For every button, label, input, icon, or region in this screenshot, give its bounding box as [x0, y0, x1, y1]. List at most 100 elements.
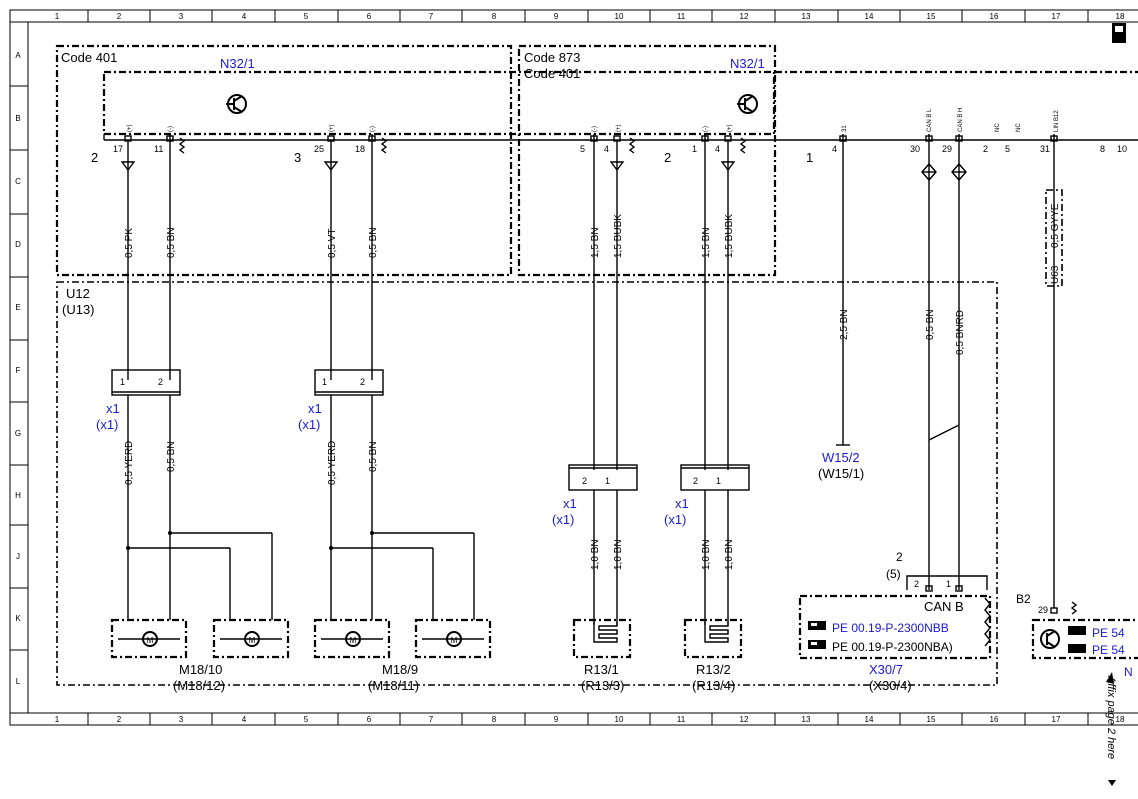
n32-1-right-label[interactable]: N32/1 [730, 56, 765, 71]
wire-label: 1,5 BUBK [613, 214, 624, 258]
svg-text:1: 1 [716, 476, 721, 486]
svg-text:CAN B L: CAN B L [927, 108, 933, 132]
splice-x1-d-label: x1 [675, 496, 689, 511]
svg-text:(+): (+) [616, 124, 622, 132]
svg-text:29: 29 [942, 144, 952, 154]
svg-text:9: 9 [554, 715, 559, 724]
svg-text:E: E [15, 303, 20, 312]
svg-text:30: 30 [910, 144, 920, 154]
wire-label: U63 [1050, 265, 1061, 284]
svg-text:NC: NC [1016, 123, 1022, 132]
svg-text:5: 5 [580, 144, 585, 154]
svg-text:17: 17 [113, 144, 123, 154]
wire-label: 0,5 BN [925, 309, 936, 340]
svg-text:LIN B12: LIN B12 [1054, 110, 1060, 132]
n32-1-module [102, 70, 776, 136]
wire-label: 1,5 BN [590, 227, 601, 258]
arrow-up-icon [1106, 672, 1114, 684]
pe-link-nba: PE 00.19-P-2300NBA) [832, 640, 953, 654]
wire-label: 2,5 BN [839, 309, 850, 340]
n-cut-label[interactable]: N [1124, 665, 1133, 679]
splice-x1-d: 2 1 [680, 464, 750, 491]
svg-text:CAN B H: CAN B H [958, 108, 964, 132]
svg-text:15: 15 [927, 12, 936, 21]
svg-text:17: 17 [1052, 715, 1061, 724]
pin-numbers: 17 11 25 18 5 4 1 4 4 30 29 2 5 31 8 10 [113, 144, 1127, 154]
svg-text:2: 2 [983, 144, 988, 154]
w15-2-label[interactable]: W15/2 [822, 450, 860, 465]
svg-text:31: 31 [1040, 144, 1050, 154]
pointing-hand-icon [1068, 644, 1086, 653]
wire-label: 0,5 GYYE [1050, 203, 1061, 248]
svg-text:1: 1 [692, 144, 697, 154]
x30-4-label: (X30/4) [869, 678, 912, 693]
pe-link-54b[interactable]: PE 54 [1092, 643, 1125, 657]
svg-text:10: 10 [1117, 144, 1127, 154]
svg-text:18: 18 [1116, 715, 1125, 724]
pointing-hand-icon [1068, 626, 1086, 635]
svg-text:16: 16 [990, 715, 999, 724]
m18-10-label: M18/10 [179, 662, 222, 677]
svg-text:M: M [249, 636, 256, 645]
svg-text:14: 14 [865, 715, 874, 724]
x30-7-label[interactable]: X30/7 [869, 662, 903, 677]
svg-text:1: 1 [55, 715, 60, 724]
splice-x1-a-label: x1 [106, 401, 120, 416]
svg-text:18: 18 [355, 144, 365, 154]
connector-2-right: 2 [664, 150, 671, 165]
svg-text:2: 2 [158, 377, 163, 387]
r13-2-label: R13/2 [696, 662, 731, 677]
svg-text:17: 17 [1052, 12, 1061, 21]
svg-text:4: 4 [715, 144, 720, 154]
motor-m18-9a: M [313, 618, 391, 659]
splice-x1-b-alt: (x1) [298, 417, 320, 432]
svg-text:13: 13 [802, 715, 811, 724]
transistor-icon [226, 94, 247, 114]
m18-11-label: (M18/11) [368, 678, 419, 693]
svg-text:8: 8 [492, 715, 497, 724]
pe-link-54a[interactable]: PE 54 [1092, 626, 1125, 640]
pointing-hand-icon [808, 640, 826, 649]
motor-m18-9b: M [414, 618, 492, 659]
svg-text:(+): (+) [329, 124, 335, 132]
wires-lower [127, 395, 850, 625]
column-ruler [87, 10, 1089, 725]
svg-text:M: M [451, 636, 458, 645]
svg-text:2: 2 [117, 715, 122, 724]
svg-text:2: 2 [360, 377, 365, 387]
svg-text:31: 31 [842, 125, 848, 132]
svg-text:2: 2 [914, 579, 919, 589]
svg-text:1: 1 [120, 377, 125, 387]
b2-label: B2 [1016, 592, 1031, 606]
svg-text:2: 2 [117, 12, 122, 21]
wire-label: 1,5 BN [701, 227, 712, 258]
svg-text:5: 5 [304, 715, 309, 724]
n32-1-left-label[interactable]: N32/1 [220, 56, 255, 71]
svg-text:25: 25 [314, 144, 324, 154]
svg-text:D: D [15, 240, 21, 249]
motor-m18-10b: M [212, 618, 290, 659]
svg-text:4: 4 [242, 12, 247, 21]
can-twist-marks [921, 162, 967, 182]
splice-x1-d-alt: (x1) [664, 512, 686, 527]
svg-text:14: 14 [865, 12, 874, 21]
wire-labels-bottom: 0,5 YERD 0,5 BN 0,5 YERD 0,5 BN 1,0 BN 1… [124, 441, 735, 570]
u13-label: (U13) [62, 302, 95, 317]
pe-link-nbb[interactable]: PE 00.19-P-2300NBB [832, 621, 949, 635]
code401-right-label: Code 401 [524, 66, 580, 81]
svg-text:10: 10 [615, 715, 624, 724]
wire-label: 0,5 YERD [327, 441, 338, 485]
wire-label: 1,0 BN [613, 539, 624, 570]
code873-label: Code 873 [524, 50, 580, 65]
m18-9-label: M18/9 [382, 662, 418, 677]
svg-text:13: 13 [802, 12, 811, 21]
svg-text:NC: NC [995, 123, 1001, 132]
svg-text:15: 15 [927, 715, 936, 724]
svg-text:12: 12 [740, 12, 749, 21]
b2-pin: 29 [1038, 605, 1048, 615]
svg-text:2: 2 [582, 476, 587, 486]
code401-left-block [55, 44, 513, 277]
frame [9, 9, 1138, 726]
